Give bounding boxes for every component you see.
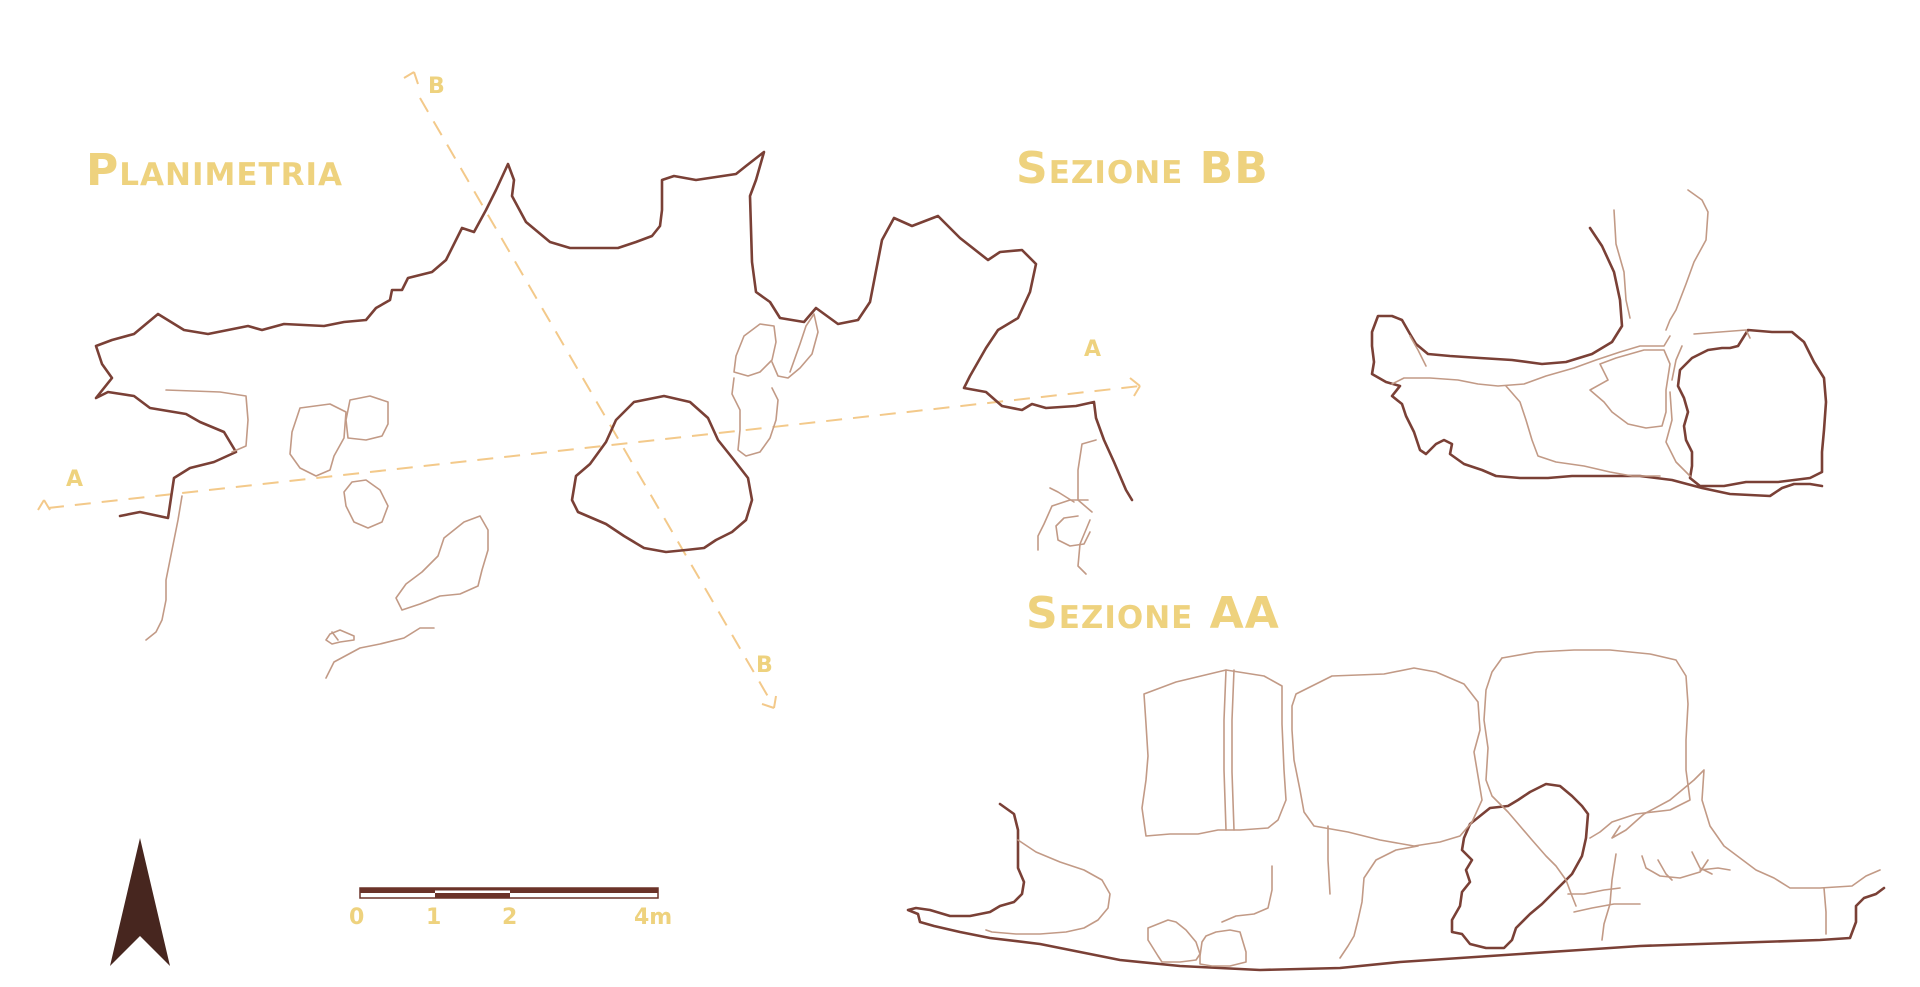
plan-view: Planimetria A A B B	[37, 71, 1141, 709]
section-aa-blocks	[985, 649, 1881, 967]
section-aa-floor	[906, 802, 1886, 972]
scale-bar-segment-1-2-top	[435, 888, 510, 891]
section-a-start-label: A	[66, 467, 83, 492]
scale-bar: 0 1 2 4m	[349, 887, 672, 930]
scale-bar-segment-1-2-bottom	[435, 893, 510, 898]
scale-bar-segment-0-1	[360, 888, 435, 893]
scale-bar-segment-2-4	[510, 888, 658, 893]
section-aa-passage	[1450, 782, 1590, 950]
section-b-start-label: B	[428, 74, 445, 99]
section-bb-detail	[1391, 189, 1751, 477]
section-b-end-arrow-icon	[761, 695, 777, 709]
north-arrow-icon	[110, 838, 170, 966]
section-bb-view: Sezione BB	[1016, 143, 1828, 498]
section-line-aa	[47, 385, 1141, 509]
section-bb-outline	[1370, 226, 1824, 498]
plan-central-pillar	[570, 394, 754, 554]
scale-tick-4m: 4m	[634, 905, 672, 930]
section-b-end-label: B	[756, 653, 773, 678]
section-b-start-arrow-icon	[403, 71, 419, 85]
section-a-end-arrow-icon	[1129, 377, 1141, 397]
section-bb-title: Sezione BB	[1016, 143, 1269, 194]
section-aa-title: Sezione AA	[1026, 588, 1280, 639]
section-bb-chamber	[1676, 328, 1828, 488]
plan-title: Planimetria	[86, 145, 343, 196]
section-aa-view: Sezione AA	[906, 588, 1886, 972]
plan-boulders	[145, 313, 1097, 679]
scale-tick-2: 2	[502, 905, 517, 930]
section-a-start-arrow-icon	[37, 499, 51, 511]
section-a-end-label: A	[1084, 337, 1101, 362]
plan-cave-wall	[94, 150, 1134, 520]
scale-tick-0: 0	[349, 905, 364, 930]
scale-tick-1: 1	[426, 905, 441, 930]
section-line-bb	[419, 97, 771, 701]
